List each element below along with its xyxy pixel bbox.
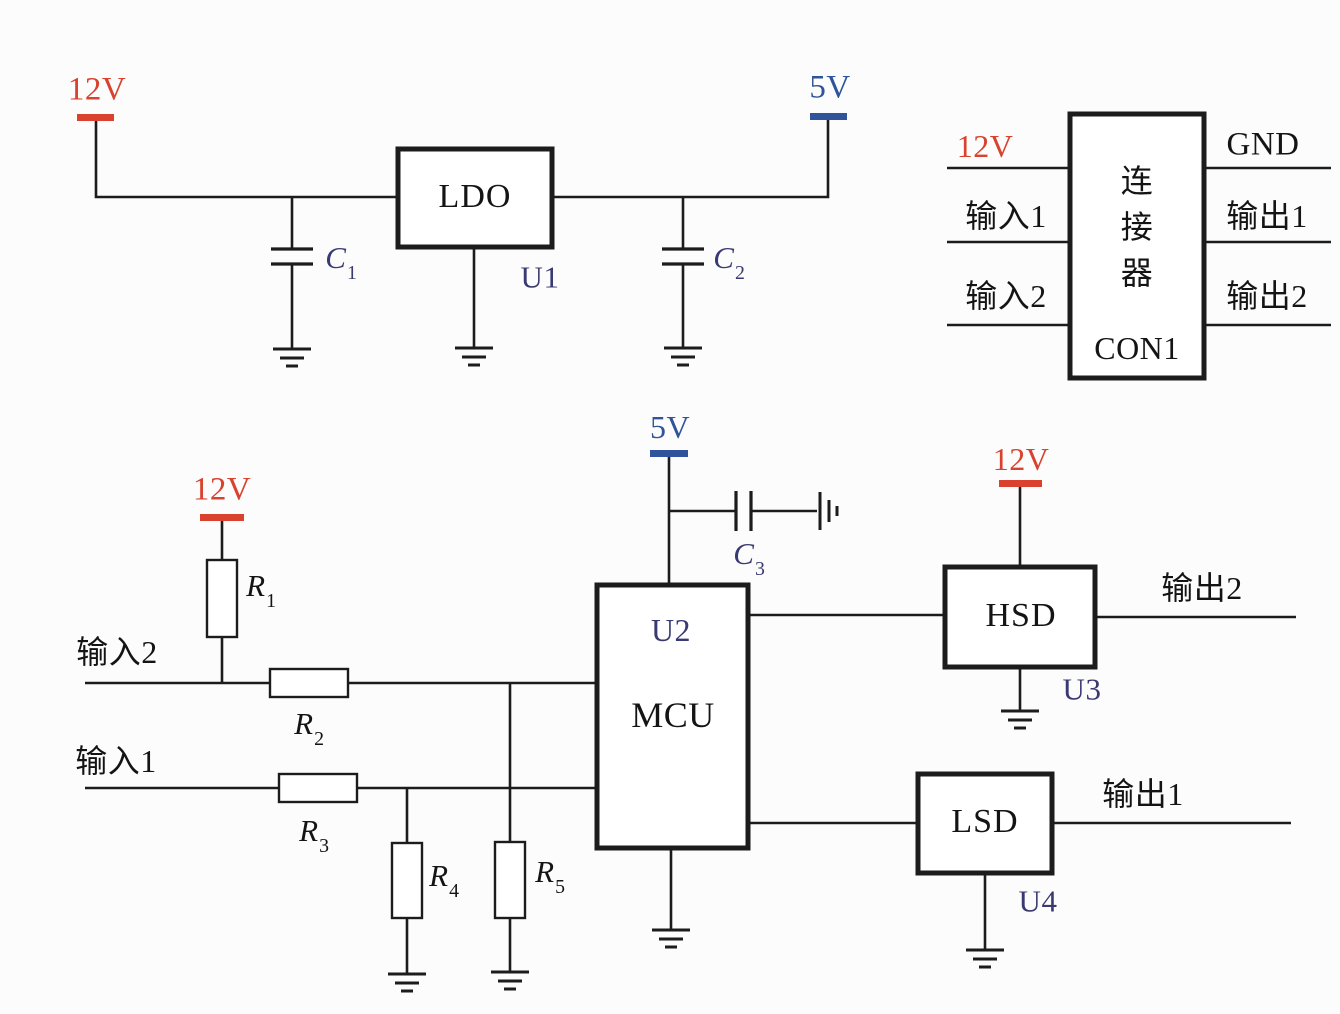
hsd-box (942, 564, 1098, 670)
label-c1: C1 (325, 239, 357, 283)
resistor-r2 (268, 667, 350, 699)
ground-r5 (489, 970, 531, 991)
label-hsd: HSD (985, 597, 1057, 634)
label-conn-name-char2: 接 (1120, 209, 1154, 245)
label-mcu: MCU (631, 695, 715, 735)
5v-rail-bar-mcu (650, 450, 688, 457)
label-c3: C3 (733, 535, 765, 579)
c1-letter: C (325, 239, 347, 275)
mcu-box (594, 582, 751, 851)
wire-12v-to-ldo (94, 121, 398, 199)
label-u1: U1 (520, 259, 560, 295)
ground-c1 (271, 347, 313, 368)
label-ldo: LDO (438, 178, 512, 215)
label-conn-pin-12v: 12V (956, 128, 1014, 164)
12v-rail-bar-hsd (999, 480, 1042, 487)
r4-letter: R (429, 857, 449, 893)
c2-subscript: 2 (734, 261, 746, 284)
ldo-box (395, 146, 555, 250)
c1-subscript: 1 (346, 261, 358, 284)
label-conn-pin-input1: 输入1 (965, 198, 1047, 234)
label-input2: 输入2 (76, 634, 158, 670)
label-conn-name-char1: 连 (1120, 163, 1154, 199)
r2-subscript: 2 (314, 727, 325, 750)
ground-hsd (999, 709, 1041, 730)
r1-subscript: 1 (266, 589, 277, 612)
label-conn-name-char3: 器 (1120, 255, 1154, 291)
r3-letter: R (299, 812, 319, 848)
r2-letter: R (294, 705, 314, 741)
label-conn-ref: CON1 (1094, 330, 1180, 366)
label-output1: 输出1 (1102, 776, 1184, 812)
label-u4: U4 (1018, 883, 1058, 919)
c3-letter: C (733, 535, 755, 571)
capacitor-c3 (734, 491, 753, 531)
label-c2: C2 (713, 239, 745, 283)
label-conn-pin-gnd: GND (1226, 126, 1300, 163)
label-5v-mcu: 5V (649, 409, 691, 445)
r5-subscript: 5 (555, 875, 566, 898)
5v-rail-bar-ldo (810, 113, 847, 120)
ground-c2 (662, 346, 704, 367)
label-conn-pin-output2: 输出2 (1226, 278, 1308, 314)
label-lsd: LSD (951, 803, 1019, 840)
label-output2: 输出2 (1161, 570, 1243, 606)
resistor-r3 (277, 772, 359, 804)
label-conn-pin-output1: 输出1 (1226, 198, 1308, 234)
12v-rail-bar-r1 (200, 514, 244, 521)
r4-subscript: 4 (449, 879, 460, 902)
resistor-r5 (493, 840, 527, 920)
label-12v-ldo: 12V (67, 71, 127, 108)
ground-mcu (650, 928, 692, 949)
label-input1: 输入1 (75, 743, 157, 779)
label-u3: U3 (1062, 671, 1102, 707)
r1-letter: R (246, 567, 266, 603)
c2-letter: C (713, 239, 735, 275)
label-12v-r1: 12V (192, 471, 252, 508)
connector-box (1067, 111, 1207, 381)
label-u2: U2 (650, 612, 692, 648)
lsd-box (915, 771, 1055, 876)
resistor-r4 (390, 841, 424, 920)
wire-connector-right-pins (1204, 166, 1331, 327)
capacitor-c1 (271, 247, 313, 266)
ground-r4 (386, 972, 428, 993)
ground-c3-side (818, 490, 839, 532)
wire-ldo-out-to-5v (552, 120, 830, 199)
capacitor-c2 (662, 247, 704, 266)
label-conn-pin-input2: 输入2 (965, 278, 1047, 314)
label-r1: R1 (246, 567, 276, 611)
ground-lsd (964, 948, 1006, 969)
label-r3: R3 (299, 812, 329, 856)
wire-connector-left-pins (947, 166, 1070, 327)
ground-ldo (453, 346, 495, 367)
r5-letter: R (535, 853, 555, 889)
label-r4: R4 (429, 857, 459, 901)
12v-rail-bar-ldo (77, 114, 114, 121)
label-5v-ldo: 5V (809, 69, 851, 106)
c3-subscript: 3 (754, 557, 766, 580)
label-r2: R2 (294, 705, 324, 749)
resistor-r1 (205, 558, 239, 639)
label-12v-hsd: 12V (992, 441, 1050, 477)
r3-subscript: 3 (319, 834, 330, 857)
label-r5: R5 (535, 853, 565, 897)
